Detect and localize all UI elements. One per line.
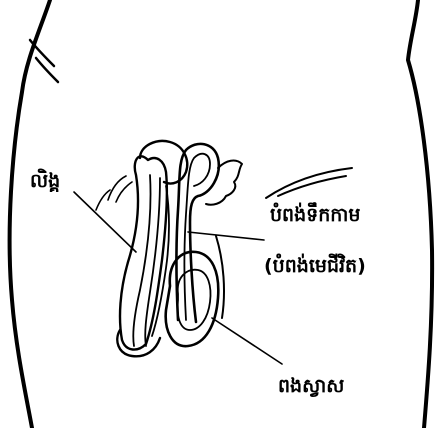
label-penis: លិង្គ [30, 172, 60, 191]
label-scrotum: ពងស្វាស [278, 377, 344, 396]
urethra [133, 175, 150, 346]
leader-vas-deferens [188, 232, 264, 240]
vas-deferens-loop-inner [185, 154, 211, 320]
right-body-contour [408, 0, 432, 428]
left-body-contour [10, 0, 50, 428]
seminal-vesicle-fringe [206, 161, 242, 205]
leader-penis [74, 192, 136, 252]
leader-scrotum [212, 318, 282, 364]
left-hip-strokes [30, 40, 58, 82]
label-vas-deferens-alt: (បំពង់មេជីវិត) [264, 257, 366, 276]
label-vas-deferens: បំពង់ទឹកកាម [270, 206, 360, 225]
pubic-hatching [96, 176, 132, 210]
right-groin-strokes [266, 168, 352, 198]
